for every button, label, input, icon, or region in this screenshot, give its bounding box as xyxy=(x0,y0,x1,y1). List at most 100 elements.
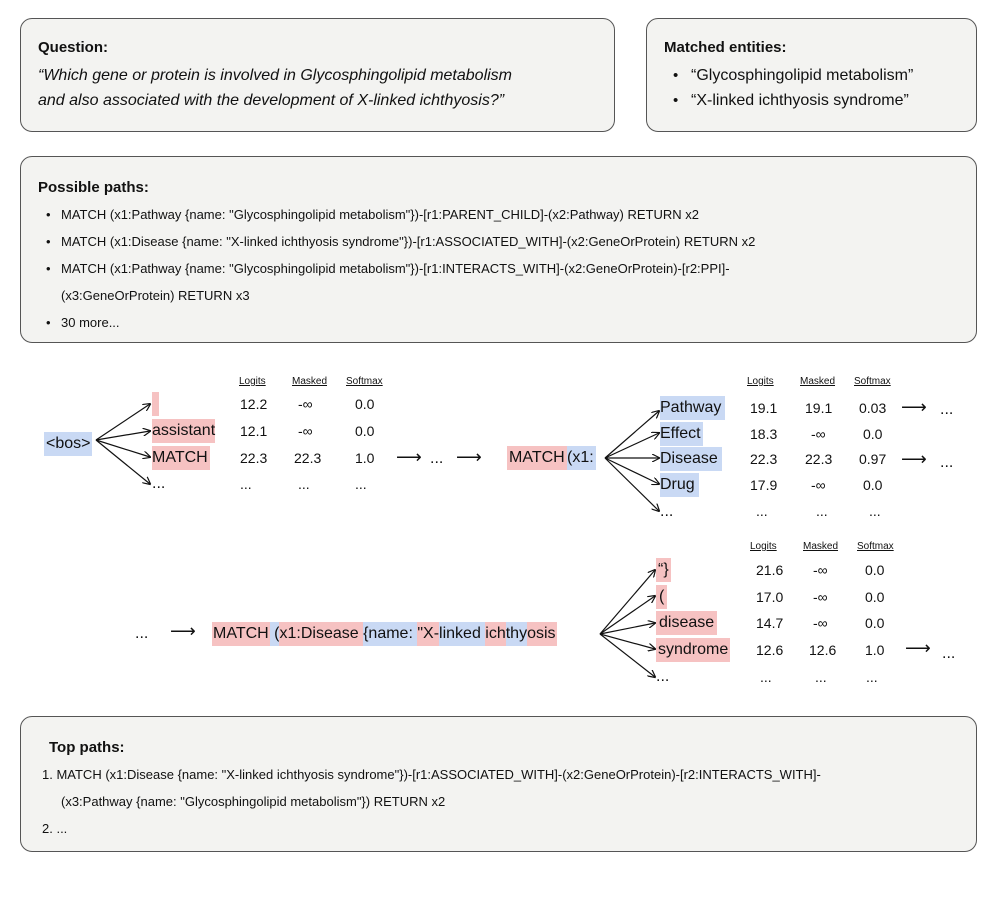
masked-header: Masked xyxy=(800,376,836,387)
continue-ellipsis: ... xyxy=(430,450,444,467)
logit-value: ... xyxy=(756,503,768,519)
softmax-value: 0.0 xyxy=(863,477,883,493)
masked-value: ... xyxy=(816,503,828,519)
logit-value: 21.6 xyxy=(756,562,784,578)
top-paths-box: Top paths: 1. MATCH (x1:Disease {name: "… xyxy=(20,716,977,852)
matched-entities-heading: Matched entities: xyxy=(664,39,787,56)
fan-arrow xyxy=(599,623,655,635)
softmax-header: Softmax xyxy=(346,376,383,387)
candidate-token: “} xyxy=(656,558,671,582)
more-paths: 30 more... xyxy=(61,315,120,330)
masked-value: -∞ xyxy=(813,615,828,631)
continue-ellipsis: ... xyxy=(135,625,149,642)
softmax-value: 0.0 xyxy=(865,589,885,605)
prefix-token: MATCH xyxy=(507,446,567,470)
logit-value: 17.9 xyxy=(750,477,778,493)
logit-value: 14.7 xyxy=(756,615,784,631)
softmax-value: ... xyxy=(866,669,878,685)
masked-value: -∞ xyxy=(813,562,828,578)
logit-value: 17.0 xyxy=(756,589,784,605)
masked-value: -∞ xyxy=(298,423,313,439)
possible-paths-box: Possible paths: • MATCH (x1:Pathway {nam… xyxy=(20,156,977,343)
logit-value: ... xyxy=(760,669,772,685)
candidate-token: Pathway xyxy=(660,396,726,420)
candidate-token-ellipsis: ... xyxy=(656,668,670,685)
logits-header: Logits xyxy=(747,376,774,387)
logit-value: 18.3 xyxy=(750,426,778,442)
fan-arrow xyxy=(604,457,659,484)
candidate-token: disease xyxy=(656,611,718,635)
candidate-token: ( xyxy=(656,585,668,609)
fan-arrow xyxy=(599,570,655,635)
matched-entity: “X-linked ichthyosis syndrome” xyxy=(691,92,909,109)
logits-header: Logits xyxy=(239,376,266,387)
path-bullet: • xyxy=(46,315,51,330)
masked-value: 22.3 xyxy=(805,451,833,467)
question-text-line1: “Which gene or protein is involved in Gl… xyxy=(38,67,513,84)
softmax-value: 0.0 xyxy=(355,396,375,412)
bos-token: <bos> xyxy=(44,432,93,456)
prefix-token: thy xyxy=(505,622,528,646)
continue-arrow: ⟶ xyxy=(905,638,931,658)
softmax-value: 0.0 xyxy=(865,562,885,578)
question-box: Question: “Which gene or protein is invo… xyxy=(20,18,615,132)
continue-arrow: ⟶ xyxy=(901,449,927,469)
prefix-token: "X- xyxy=(417,622,440,646)
path-item-continued: (x3:GeneOrProtein) RETURN x3 xyxy=(61,288,250,303)
softmax-value: 0.0 xyxy=(865,615,885,631)
masked-value: -∞ xyxy=(813,589,828,605)
fan-arrow xyxy=(95,431,150,441)
masked-header: Masked xyxy=(292,376,328,387)
possible-paths-heading: Possible paths: xyxy=(38,179,149,196)
prefix-token: {name: xyxy=(363,622,418,646)
continue-arrow: ⟶ xyxy=(456,447,482,467)
top-path-item: 1. MATCH (x1:Disease {name: "X-linked ic… xyxy=(42,767,821,782)
softmax-value: ... xyxy=(355,476,367,492)
candidate-token-ellipsis: ... xyxy=(660,503,674,520)
softmax-value: 1.0 xyxy=(355,450,375,466)
softmax-value: 0.03 xyxy=(859,400,887,416)
logit-value: 12.2 xyxy=(240,396,268,412)
prefix-token: ( xyxy=(269,622,280,646)
continue-arrow: ⟶ xyxy=(901,397,927,417)
masked-value: ... xyxy=(815,669,827,685)
softmax-value: 0.0 xyxy=(355,423,375,439)
masked-value: 19.1 xyxy=(805,400,833,416)
matched-entities-box: Matched entities: • “Glycosphingolipid m… xyxy=(646,18,977,132)
prefix-token: osis xyxy=(527,622,557,646)
candidate-token: Drug xyxy=(660,473,699,497)
fan-arrow xyxy=(599,596,655,635)
masked-value: 22.3 xyxy=(294,450,322,466)
fan-arrow xyxy=(604,433,659,459)
continue-ellipsis: ... xyxy=(940,454,954,471)
softmax-value: 0.0 xyxy=(863,426,883,442)
path-item: MATCH (x1:Pathway {name: "Glycosphingoli… xyxy=(61,207,699,222)
fan-arrow xyxy=(95,439,150,484)
fan-arrow xyxy=(95,439,150,457)
fan-arrow xyxy=(599,633,655,649)
prefix-token: x1:Disease xyxy=(279,622,364,646)
fan-arrow xyxy=(599,633,655,677)
softmax-value: 1.0 xyxy=(865,642,885,658)
masked-value: -∞ xyxy=(811,426,826,442)
logit-value: ... xyxy=(240,476,252,492)
continue-arrow: ⟶ xyxy=(170,621,196,641)
softmax-value: 0.97 xyxy=(859,451,887,467)
question-heading: Question: xyxy=(38,39,108,56)
question-text-line2: and also associated with the development… xyxy=(38,92,505,109)
continue-ellipsis: ... xyxy=(942,645,956,662)
prefix-token: (x1: xyxy=(567,446,596,470)
matched-bullet: • xyxy=(673,92,679,109)
masked-value: 12.6 xyxy=(809,642,837,658)
masked-value: ... xyxy=(298,476,310,492)
logit-value: 22.3 xyxy=(750,451,778,467)
logit-value: 22.3 xyxy=(240,450,268,466)
candidate-token-empty xyxy=(152,392,159,416)
prefix-token: ich xyxy=(485,622,506,646)
path-bullet: • xyxy=(46,234,51,249)
path-bullet: • xyxy=(46,207,51,222)
candidate-token: syndrome xyxy=(656,638,731,662)
logit-value: 12.1 xyxy=(240,423,268,439)
masked-header: Masked xyxy=(803,541,839,552)
